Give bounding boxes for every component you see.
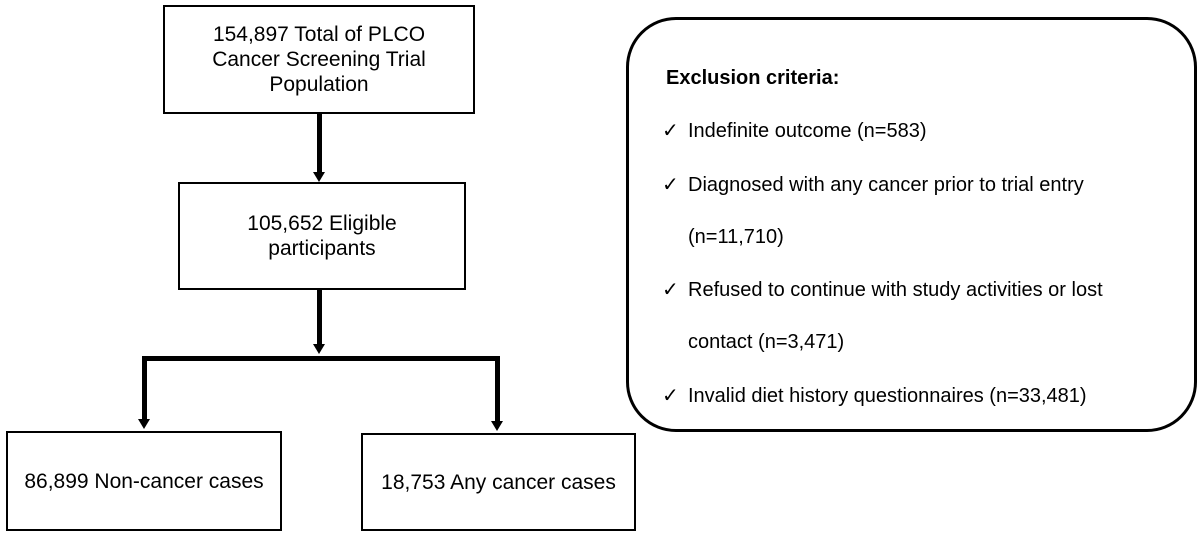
exclusion-item-text: Diagnosed with any cancer prior to trial… [688,174,1084,196]
exclusion-item-indefinite-outcome: ✓ Indefinite outcome (n=583) [662,119,927,143]
exclusion-item-text: Refused to continue with study activitie… [688,279,1103,301]
exclusion-criteria-panel: Exclusion criteria: ✓ Indefinite outcome … [626,17,1197,432]
exclusion-criteria-title: Exclusion criteria: [666,67,840,89]
checkmark-icon: ✓ [662,120,679,142]
eligible-participants-box: 105,652 Eligible participants [178,182,466,290]
eligible-line-1: 105,652 Eligible [247,212,397,235]
exclusion-item-refused-or-lost-count: contact (n=3,471) [688,331,845,353]
eligible-line-2: participants [268,237,376,260]
exclusion-item-refused-or-lost: ✓ Refused to continue with study activiti… [662,278,1103,302]
checkmark-icon: ✓ [662,279,679,301]
connector-total-to-eligible [317,114,322,172]
arrowhead-eligible-split [313,344,325,354]
total-population-line-1: 154,897 Total of PLCO [212,23,426,46]
exclusion-item-prior-cancer: ✓ Diagnosed with any cancer prior to tria… [662,173,1084,197]
connector-horizontal-split [142,356,500,361]
cancer-cases-box: 18,753 Any cancer cases [361,433,636,531]
total-population-line-3: Population [269,73,369,96]
connector-right-branch [495,356,500,422]
noncancer-cases-box: 86,899 Non-cancer cases [6,431,282,531]
exclusion-item-text: Indefinite outcome (n=583) [688,120,927,142]
checkmark-icon: ✓ [662,385,679,407]
connector-eligible-down [317,290,322,345]
connector-left-branch [142,356,147,420]
total-population-box: 154,897 Total of PLCO Cancer Screening T… [163,5,475,114]
cancer-cases-label: 18,753 Any cancer cases [381,470,616,494]
exclusion-item-text: Invalid diet history questionnaires (n=3… [688,385,1087,407]
arrowhead-to-cancer [491,421,503,431]
total-population-line-2: Cancer Screening Trial [212,48,426,71]
exclusion-item-invalid-diet-history: ✓ Invalid diet history questionnaires (n=… [662,384,1087,408]
checkmark-icon: ✓ [662,174,679,196]
arrowhead-to-eligible [313,172,325,182]
exclusion-item-prior-cancer-count: (n=11,710) [688,226,784,248]
noncancer-cases-label: 86,899 Non-cancer cases [24,469,264,493]
arrowhead-to-noncancer [138,419,150,429]
